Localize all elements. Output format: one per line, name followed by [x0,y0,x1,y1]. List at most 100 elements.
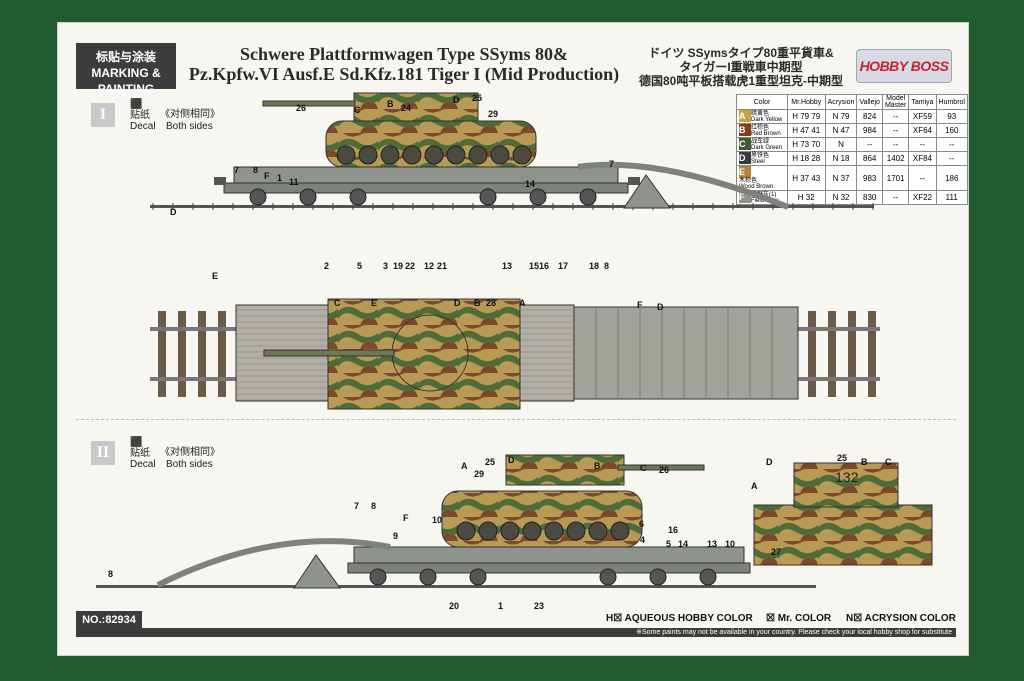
badge-en: MARKING & PAINTING [91,66,161,96]
ramp-track-1 [577,161,790,210]
top-view [150,298,880,410]
decal-cn: 贴纸 [130,448,150,459]
section2-rear-callout: A [751,481,758,491]
ramp-top [573,306,799,400]
section1-callout: 7 [609,159,615,169]
color-letter: D [739,152,751,165]
section2-callout: D [508,455,515,465]
both-sides-2: 《对侧相同》 Both sides [160,447,220,471]
color-letter: C [739,138,751,151]
section-2-number: II [91,441,115,465]
section2-callout: C [640,463,647,473]
cn-line: 德国80吨平板搭载虎1重型坦克-中期型 [638,74,844,88]
section2-rear-callout: 27 [771,547,782,557]
section-1-number: I [91,103,115,127]
flatcar-deck-2 [353,546,745,564]
color-letter: B [739,124,751,137]
section1-bottom-callout: 2 [324,261,330,271]
section1-callout: 24 [401,103,412,113]
section2-callout: 13 [707,539,718,549]
section1-bottom-callout: 13 [502,261,513,271]
section2-callout: A [461,461,468,471]
tiger-rear-hull [753,504,933,566]
title-jp: ドイツ SSymsタイプ80重平貨車& タイガーI重戦車中期型 德国80吨平板搭… [636,46,846,88]
color-name-cn: 木棕色 [739,178,758,184]
color-name-cn: 红棕色 [751,124,770,131]
top-view-callout: 28 [486,298,497,308]
top-view-callout: C [334,298,341,308]
roadwheels-2 [456,521,630,541]
section2-rear-callout: C [885,457,892,467]
section1-callout: 1 [277,173,283,183]
color-code-master: 1701 [881,165,910,191]
turret-number: 132 [835,469,859,485]
section1-bottom-callout: 18 [589,261,600,271]
color-name-cn: 战车绿 [751,138,770,145]
color-code-vallejo: 830 [856,190,883,205]
buffer-left-1 [214,177,226,185]
section1-bottom-callout: 19 [393,261,404,271]
section1-bottom-callout: 22 [405,261,416,271]
section1-bottom-callout: 5 [357,261,363,271]
tiger-gun-1 [262,100,356,107]
color-code-tamiya: XF22 [908,190,937,205]
tiger-hull-2 [441,490,643,548]
both-sides-1: 《对侧相同》 Both sides [160,109,220,133]
section2-callout: 25 [485,457,496,467]
top-view-callout: D [657,302,664,312]
section2-callout: 16 [668,525,679,535]
sleepers-left [158,311,226,397]
buffer-right-1 [628,177,640,185]
ramp-track-2 [156,538,391,588]
side-view-1 [150,92,874,210]
section2-callout: 10 [725,539,736,549]
section1-callout: 14 [525,179,536,189]
section2-rear-callout: B [861,457,868,467]
footer: NO.:82934 H☒ AQUEOUS HOBBY COLOR ☒ Mr. C… [76,611,956,633]
section2-bottom-callout: 1 [498,601,504,611]
section1-bottom-callout: 21 [437,261,448,271]
color-letter: E [739,166,751,178]
both-cn: 《对侧相同》 [160,109,220,120]
top-view-callout: F [637,300,643,310]
title-line1: Schwere Plattformwagen Type SSyms 80& [240,44,568,64]
section1-callout: D [170,207,177,217]
section2-rear-callout: 25 [837,453,848,463]
section1-callout: 7 [234,165,240,175]
roadwheels-1 [336,145,532,165]
color-code-tamiya: -- [908,165,937,191]
rail-1 [150,205,874,208]
color-name-en: Dark Yellow [751,116,783,123]
tiger-top-turret [391,314,469,392]
marking-badge: 标贴与涂装 MARKING & PAINTING [76,43,176,96]
color-table: Color Mr.Hobby Acrysion Vallejo Model Ma… [736,94,968,205]
section2-callout: 10 [432,515,443,525]
color-name-cn: 暗黄色 [751,110,770,117]
section2-callout: F [403,513,409,523]
sleepers-right [808,311,876,397]
section2-callout: 26 [659,465,670,475]
section1-callout: 29 [488,109,499,119]
top-view-callout: B [474,298,481,308]
both-en: Both sides [166,121,213,132]
tiger-turret-2 [505,454,625,486]
hobbyboss-logo: HOBBY BOSS [856,49,952,83]
section1-callout: B [387,99,394,109]
header: 标贴与涂装 MARKING & PAINTING Schwere Plattfo… [76,43,958,96]
color-name-en: Dark Green [751,144,783,151]
section1-callout: 8 [253,165,259,175]
jp-line1: ドイツ SSymsタイプ80重平貨車& [648,46,834,60]
section2-rear-callout: D [766,457,773,467]
tiger-rear-turret [793,462,899,508]
section2-callout: 8 [108,569,114,579]
section1-callout: 25 [472,93,483,103]
color-code-acry: N 32 [824,190,858,205]
footer-note-bar: ※Some paints may not be available in you… [76,628,956,637]
